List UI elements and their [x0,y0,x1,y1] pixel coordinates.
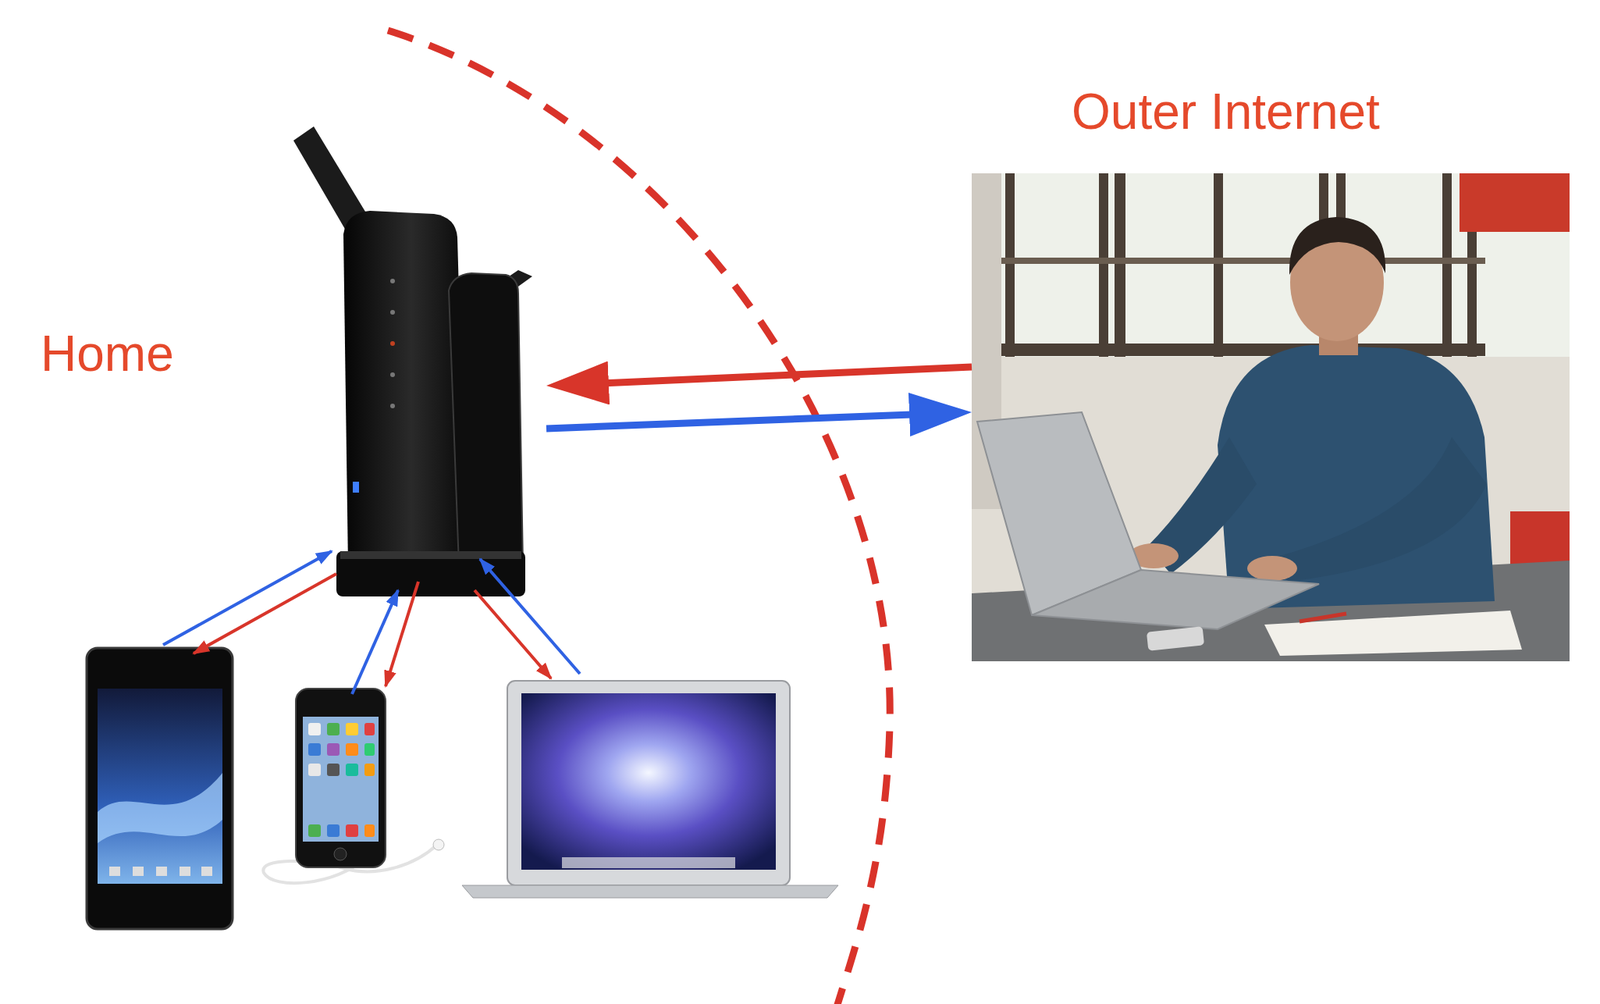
iphone [263,688,445,883]
region-heading: Outer Internet [1071,84,1380,139]
home-boundary [387,30,890,1004]
android-phone [86,647,233,929]
internet-user: Outer Internet [971,84,1570,662]
traffic-arrow [546,414,918,429]
wifi-router [293,126,533,597]
traffic-arrow [600,366,972,384]
remote-user-photo [971,173,1570,662]
home-region: Home [15,117,547,960]
device-traffic-arrows [163,551,580,694]
laptop [462,680,839,898]
region-heading: Home [40,326,175,381]
